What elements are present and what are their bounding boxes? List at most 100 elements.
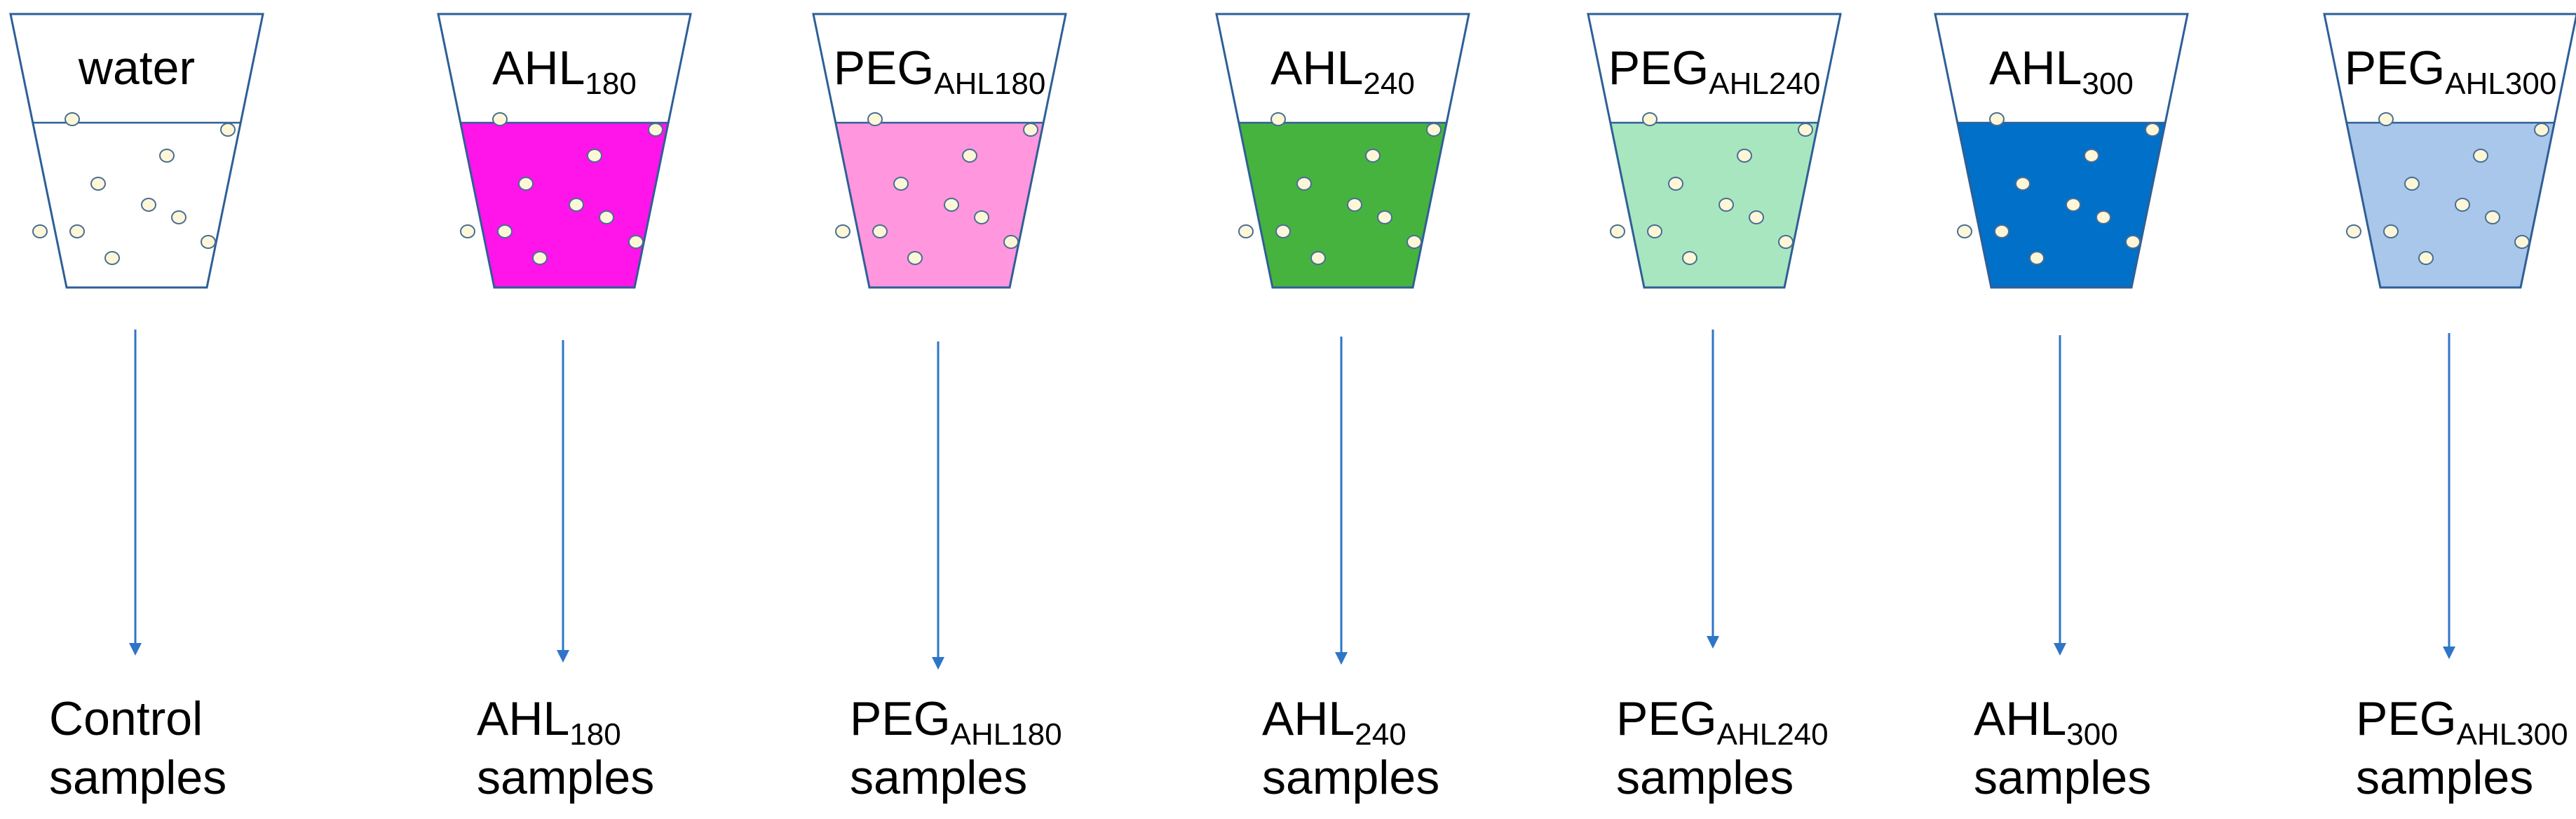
seed-icon <box>460 224 475 238</box>
seed-icon <box>1682 251 1697 265</box>
arrow-head-icon <box>2054 643 2066 656</box>
seed-icon <box>518 177 534 191</box>
seed-icon <box>2029 251 2045 265</box>
seed-icon <box>1647 224 1662 238</box>
beaker-label-water: water <box>78 41 195 95</box>
beaker-label-peg-ahl180: PEGAHL180 <box>834 41 1046 101</box>
seed-icon <box>2145 123 2160 137</box>
seed-icon <box>867 112 883 126</box>
seed-icon <box>1642 112 1658 126</box>
beaker-outline-ahl240 <box>1215 13 1470 289</box>
seed-icon <box>2514 235 2530 249</box>
seed-icon <box>1238 224 1254 238</box>
output-label-ahl300: AHL300 <box>1974 692 2118 752</box>
seed-icon <box>1347 198 1362 212</box>
seed-icon <box>201 235 216 249</box>
beaker-label-main: PEG <box>2345 41 2446 95</box>
seed-icon <box>1003 235 1019 249</box>
seed-icon <box>1737 149 1752 163</box>
seed-icon <box>65 112 80 126</box>
seed-icon <box>2378 112 2394 126</box>
beaker-label-sub: 180 <box>585 67 636 101</box>
seed-icon <box>2455 198 2470 212</box>
beaker-outline-peg-ahl300 <box>2323 13 2576 289</box>
output-label-peg-ahl300: PEGAHL300 <box>2356 692 2568 752</box>
seed-icon <box>69 224 85 238</box>
output-label-ahl180: AHL180 <box>477 692 621 752</box>
seed-icon <box>907 251 923 265</box>
seed-icon <box>492 112 508 126</box>
seed-icon <box>1296 177 1312 191</box>
seed-icon <box>974 210 989 224</box>
arrow-head-icon <box>129 643 142 656</box>
output-label-peg-ahl240: PEGAHL240 <box>1616 692 1829 752</box>
output-label-water: Control <box>49 692 203 745</box>
seed-icon <box>141 198 156 212</box>
seed-icon <box>2015 177 2031 191</box>
beaker-label-main: AHL <box>1989 41 2082 95</box>
output-label-samples: samples <box>477 751 654 804</box>
beaker-label-peg-ahl240: PEGAHL240 <box>1608 41 1821 101</box>
arrow-head-icon <box>932 657 944 670</box>
output-label-samples: samples <box>850 751 1027 804</box>
seed-icon <box>1778 235 1794 249</box>
seed-icon <box>1426 123 1442 137</box>
seed-icon <box>1989 112 2005 126</box>
seed-icon <box>587 149 602 163</box>
seed-icon <box>1957 224 1972 238</box>
beaker-liquid-peg-ahl300 <box>2346 123 2555 287</box>
output-label-main: PEG <box>850 692 951 745</box>
seed-icon <box>2534 123 2549 137</box>
beaker-liquid-peg-ahl240 <box>1610 123 1819 287</box>
seed-icon <box>104 251 120 265</box>
seed-icon <box>1798 123 1813 137</box>
seed-icon <box>497 224 513 238</box>
seed-icon <box>2485 210 2500 224</box>
arrow-head-icon <box>1335 652 1348 665</box>
seed-icon <box>944 198 959 212</box>
seed-icon <box>2346 224 2361 238</box>
seed-icon <box>835 224 850 238</box>
seed-icon <box>2383 224 2399 238</box>
seed-icon <box>962 149 977 163</box>
seed-icon <box>532 251 548 265</box>
output-label-main: AHL <box>1974 692 2066 745</box>
output-label-samples: samples <box>2356 751 2533 804</box>
seed-icon <box>171 210 187 224</box>
beaker-label-sub: AHL240 <box>1709 67 1820 101</box>
arrow-head-icon <box>1707 636 1719 649</box>
beakers-layer: waterControlsamplesAHL180AHL180samplesPE… <box>9 13 2576 804</box>
output-label-ahl240: AHL240 <box>1262 692 1406 752</box>
seed-icon <box>1668 177 1683 191</box>
output-label-main: PEG <box>2356 692 2457 745</box>
beaker-liquid-peg-ahl180 <box>835 123 1044 287</box>
seed-icon <box>872 224 888 238</box>
beaker-label-main: PEG <box>834 41 935 95</box>
beaker-label-ahl180: AHL180 <box>492 41 637 101</box>
seed-icon <box>1275 224 1291 238</box>
output-label-samples: samples <box>1262 751 1439 804</box>
output-label-sub: 180 <box>569 717 621 752</box>
seed-icon <box>90 177 106 191</box>
beaker-label-sub: 240 <box>1363 67 1414 101</box>
beaker-outline-peg-ahl180 <box>812 13 1067 289</box>
seed-icon <box>1719 198 1734 212</box>
beaker-outline-ahl180 <box>437 13 692 289</box>
seed-icon <box>648 123 663 137</box>
beaker-liquid-ahl240 <box>1238 123 1447 287</box>
seed-icon <box>628 235 644 249</box>
output-label-sub: 300 <box>2066 717 2117 752</box>
beaker-label-ahl300: AHL300 <box>1989 41 2134 101</box>
output-label-sub: AHL240 <box>1717 717 1829 752</box>
beaker-label-sub: AHL300 <box>2445 67 2556 101</box>
seed-icon <box>893 177 909 191</box>
beaker-outline-water <box>9 13 264 289</box>
output-label-samples: samples <box>1616 751 1794 804</box>
seed-icon <box>569 198 584 212</box>
seed-icon <box>159 149 175 163</box>
